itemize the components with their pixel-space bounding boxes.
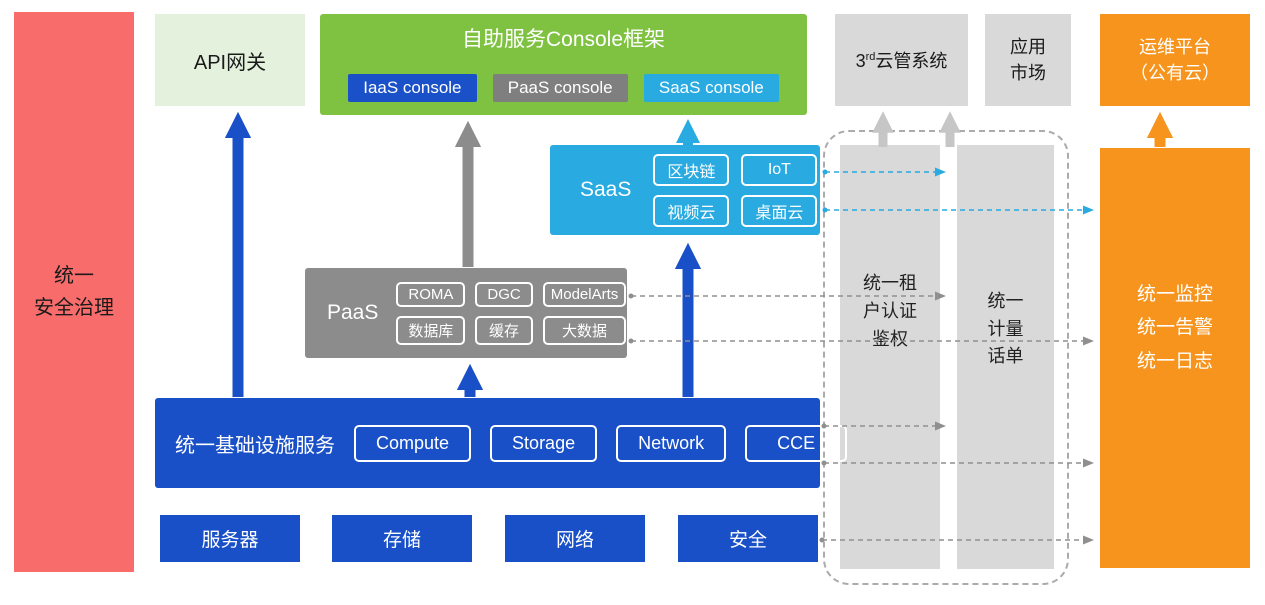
paas-label: PaaS xyxy=(327,301,379,324)
paas-chip-roma: ROMA xyxy=(396,281,466,307)
security-governance-label: 统一 安全治理 xyxy=(34,265,114,319)
infra-label: 统一基础设施服务 xyxy=(175,434,335,457)
paas-console-button: PaaS console xyxy=(492,74,628,102)
third-party-prefix: 3 xyxy=(855,51,866,71)
link-dot xyxy=(628,338,634,344)
monitor-panel-label: 统一监控 统一告警 统一日志 xyxy=(1136,284,1213,372)
paas-chip-modelarts: ModelArts xyxy=(542,281,627,307)
saas-box: SaaS 区块链 IoT 视频云 桌面云 xyxy=(550,145,820,235)
saas-chip-desktop-cloud: 桌面云 xyxy=(741,194,818,227)
saas-chips: 区块链 IoT 视频云 桌面云 xyxy=(653,153,818,227)
console-frame: 自助服务Console框架 IaaS console PaaS console … xyxy=(320,14,807,115)
paas-chip-dgc: DGC xyxy=(475,281,533,307)
saas-console-button: SaaS console xyxy=(643,74,779,102)
api-gateway-box: API网关 xyxy=(155,14,305,106)
third-party-cloud-label: 3rd云管系统 xyxy=(856,47,948,73)
hardware-box-storage: 存储 xyxy=(332,515,472,562)
billing-bar: 统一 计量 话单 xyxy=(957,145,1054,569)
infra-box: 统一基础设施服务 Compute Storage Network CCE xyxy=(155,398,848,488)
paas-chip-database: 数据库 xyxy=(396,315,466,345)
hardware-box-server: 服务器 xyxy=(160,515,300,562)
security-governance-bar: 统一 安全治理 xyxy=(14,12,134,572)
paas-chip-bigdata: 大数据 xyxy=(542,315,627,345)
third-party-sup: rd xyxy=(865,51,876,63)
ops-platform-label: 运维平台 （公有云） xyxy=(1130,36,1220,83)
iaas-console-button: IaaS console xyxy=(348,74,477,102)
ops-platform-box: 运维平台 （公有云） xyxy=(1100,14,1250,106)
third-party-suffix: 云管系统 xyxy=(875,51,948,71)
saas-label: SaaS xyxy=(580,178,632,201)
app-market-label: 应用 市场 xyxy=(1010,36,1046,83)
hardware-network-label: 网络 xyxy=(555,530,594,551)
infra-chip-network: Network xyxy=(616,424,727,462)
link-dot xyxy=(628,293,634,299)
auth-bar-label: 统一租 户认证 鉴权 xyxy=(863,273,917,349)
monitor-panel: 统一监控 统一告警 统一日志 xyxy=(1100,148,1250,568)
paas-chip-cache: 缓存 xyxy=(475,315,533,345)
hardware-storage-label: 存储 xyxy=(382,530,421,551)
hardware-box-network: 网络 xyxy=(505,515,645,562)
console-frame-title: 自助服务Console框架 xyxy=(461,28,666,51)
console-buttons-row: IaaS console PaaS console SaaS console xyxy=(332,74,795,102)
paas-box: PaaS ROMA DGC ModelArts 数据库 缓存 大数据 xyxy=(305,268,627,358)
infra-chip-storage: Storage xyxy=(490,424,598,462)
saas-chip-iot: IoT xyxy=(741,153,818,186)
api-gateway-label: API网关 xyxy=(193,51,267,74)
infra-chip-cce: CCE xyxy=(745,424,848,462)
paas-chips: ROMA DGC ModelArts 数据库 缓存 大数据 xyxy=(396,281,627,345)
hardware-box-security: 安全 xyxy=(678,515,818,562)
third-party-cloud-box: 3rd云管系统 xyxy=(835,14,968,106)
infra-chip-compute: Compute xyxy=(354,424,472,462)
hardware-server-label: 服务器 xyxy=(201,530,259,551)
hardware-security-label: 安全 xyxy=(728,530,767,551)
auth-bar: 统一租 户认证 鉴权 xyxy=(840,145,940,569)
saas-chip-video-cloud: 视频云 xyxy=(653,194,730,227)
saas-chip-blockchain: 区块链 xyxy=(653,153,730,186)
app-market-box: 应用 市场 xyxy=(985,14,1071,106)
billing-bar-label: 统一 计量 话单 xyxy=(987,290,1024,367)
